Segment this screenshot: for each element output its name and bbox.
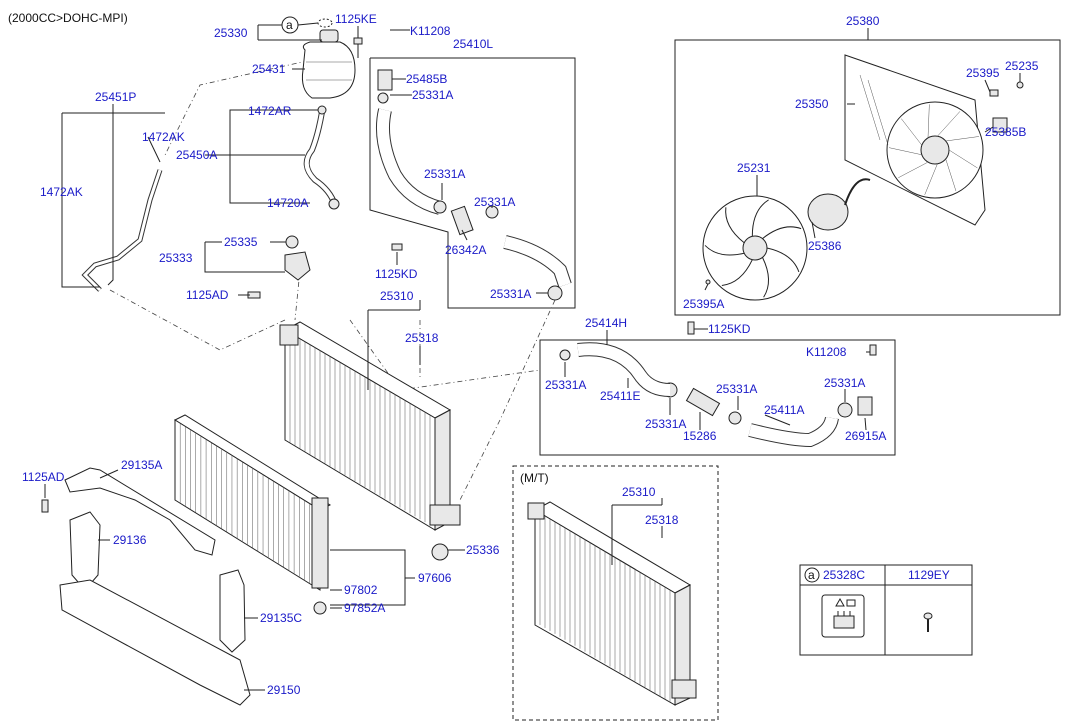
- label-25331a-5[interactable]: 25331A: [545, 378, 586, 392]
- label-25310-mt[interactable]: 25310: [622, 485, 656, 499]
- label-29150[interactable]: 29150: [267, 683, 301, 697]
- label-1125ke[interactable]: 1125KE: [335, 12, 377, 26]
- label-1472ak-left[interactable]: 1472AK: [40, 185, 83, 199]
- label-25336[interactable]: 25336: [466, 543, 500, 557]
- label-1472ar[interactable]: 1472AR: [248, 104, 292, 118]
- bracket-25333: [247, 235, 403, 299]
- part-labels: 25330 1125KE K11208 25410L 25431 25485B …: [22, 12, 1039, 697]
- label-25318-mt[interactable]: 25318: [645, 513, 679, 527]
- label-25331a-8[interactable]: 25331A: [645, 417, 686, 431]
- label-29135a[interactable]: 29135A: [121, 458, 162, 472]
- label-25331a-2[interactable]: 25331A: [424, 167, 465, 181]
- label-25318-main[interactable]: 25318: [405, 331, 439, 345]
- callout-letter: a: [286, 18, 293, 32]
- label-25411e[interactable]: 25411E: [600, 389, 640, 403]
- label-25350[interactable]: 25350: [795, 97, 829, 111]
- fan-motor: [807, 178, 871, 231]
- label-mt-variant: (M/T): [520, 471, 549, 485]
- label-25451p[interactable]: 25451P: [95, 90, 136, 104]
- label-97606[interactable]: 97606: [418, 571, 452, 585]
- label-25310-main[interactable]: 25310: [380, 289, 414, 303]
- legend-col1[interactable]: 25328C: [823, 568, 865, 582]
- legend-col2[interactable]: 1129EY: [908, 568, 950, 582]
- label-25485b[interactable]: 25485B: [406, 72, 447, 86]
- label-25333[interactable]: 25333: [159, 251, 193, 265]
- label-25331a-7[interactable]: 25331A: [824, 376, 865, 390]
- label-25411a[interactable]: 25411A: [764, 403, 804, 417]
- legend-circle-a: [804, 567, 820, 583]
- label-25335[interactable]: 25335: [224, 235, 258, 249]
- legend-circle-letter: a: [808, 568, 815, 582]
- label-29135c[interactable]: 29135C: [260, 611, 302, 625]
- mt-variant-box: [512, 465, 719, 721]
- label-25385b[interactable]: 25385B: [985, 125, 1026, 139]
- condenser: [173, 414, 332, 615]
- seal-ring: [317, 18, 333, 28]
- label-25231[interactable]: 25231: [737, 161, 771, 175]
- label-97802[interactable]: 97802: [344, 583, 378, 597]
- label-1125ad-2[interactable]: 1125AD: [22, 470, 65, 484]
- reservoir-tank: [301, 29, 356, 99]
- screw-icon: [923, 612, 933, 632]
- lower-hose-box: [539, 339, 896, 456]
- label-25450a[interactable]: 25450A: [176, 148, 217, 162]
- label-25331a-4[interactable]: 25331A: [490, 287, 531, 301]
- label-25380[interactable]: 25380: [846, 14, 880, 28]
- label-25395[interactable]: 25395: [966, 66, 1000, 80]
- label-25331a-1[interactable]: 25331A: [412, 88, 453, 102]
- lower-hose-group: [577, 321, 877, 448]
- upper-hose-box: [369, 57, 576, 309]
- fan-shroud: [844, 54, 986, 226]
- label-25386[interactable]: 25386: [808, 239, 842, 253]
- label-15286[interactable]: 15286: [683, 429, 717, 443]
- fitting-25485b: [377, 69, 393, 91]
- label-1472ak-top[interactable]: 1472AK: [142, 130, 185, 144]
- label-26915a[interactable]: 26915A: [845, 429, 886, 443]
- label-1125ad-1[interactable]: 1125AD: [186, 288, 229, 302]
- label-1125kd-2[interactable]: 1125KD: [708, 322, 751, 336]
- label-29136[interactable]: 29136: [113, 533, 147, 547]
- label-25414h[interactable]: 25414H: [585, 316, 627, 330]
- label-97852a[interactable]: 97852A: [344, 601, 385, 615]
- label-k11208-right[interactable]: K11208: [806, 345, 847, 359]
- fan-blade: [702, 195, 808, 301]
- label-25330[interactable]: 25330: [214, 26, 248, 40]
- caution-label-icon: [821, 594, 865, 638]
- air-guards: [41, 467, 251, 706]
- label-1125kd-1[interactable]: 1125KD: [375, 267, 418, 281]
- label-25331a-6[interactable]: 25331A: [716, 382, 757, 396]
- label-25410l[interactable]: 25410L: [453, 37, 493, 51]
- leader-lines: [44, 22, 1021, 691]
- label-14720a[interactable]: 14720A: [267, 196, 308, 210]
- label-25235[interactable]: 25235: [1005, 59, 1039, 73]
- label-25395a[interactable]: 25395A: [683, 297, 724, 311]
- label-k11208-top[interactable]: K11208: [410, 24, 451, 38]
- label-26342a[interactable]: 26342A: [445, 243, 486, 257]
- engine-spec-title: (2000CC>DOHC-MPI): [8, 11, 128, 25]
- bolt-1125ke: [353, 37, 363, 58]
- label-25331a-3[interactable]: 25331A: [474, 195, 515, 209]
- legend-table: a 25328C 1129EY: [799, 564, 973, 656]
- label-25431[interactable]: 25431: [252, 62, 286, 76]
- overflow-pipe: [81, 169, 163, 292]
- hose-joint-26342a: [450, 205, 474, 236]
